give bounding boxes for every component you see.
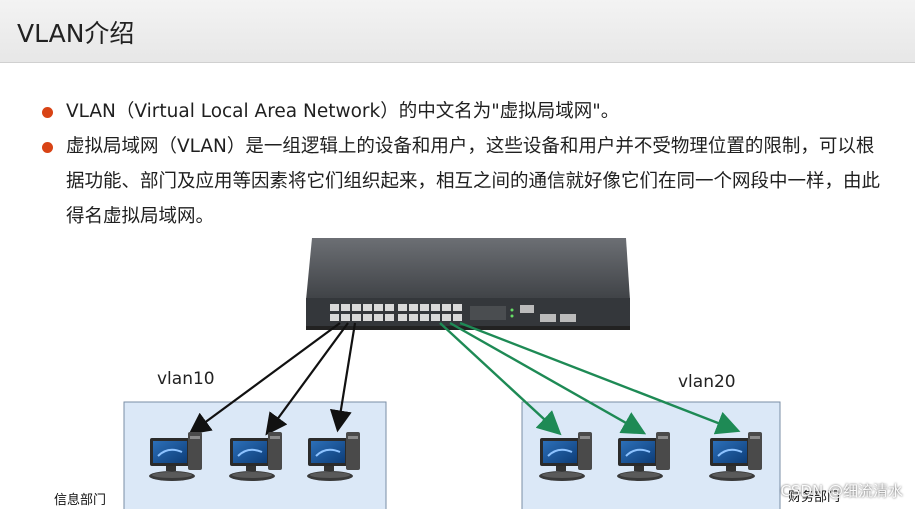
watermark: CSDN @细流清水 <box>780 480 903 501</box>
vlan10-label: vlan10 <box>157 369 215 389</box>
dept-left-label: 信息部门 <box>54 489 106 508</box>
vlan20-label: vlan20 <box>678 372 736 392</box>
network-switch-icon <box>306 238 630 330</box>
